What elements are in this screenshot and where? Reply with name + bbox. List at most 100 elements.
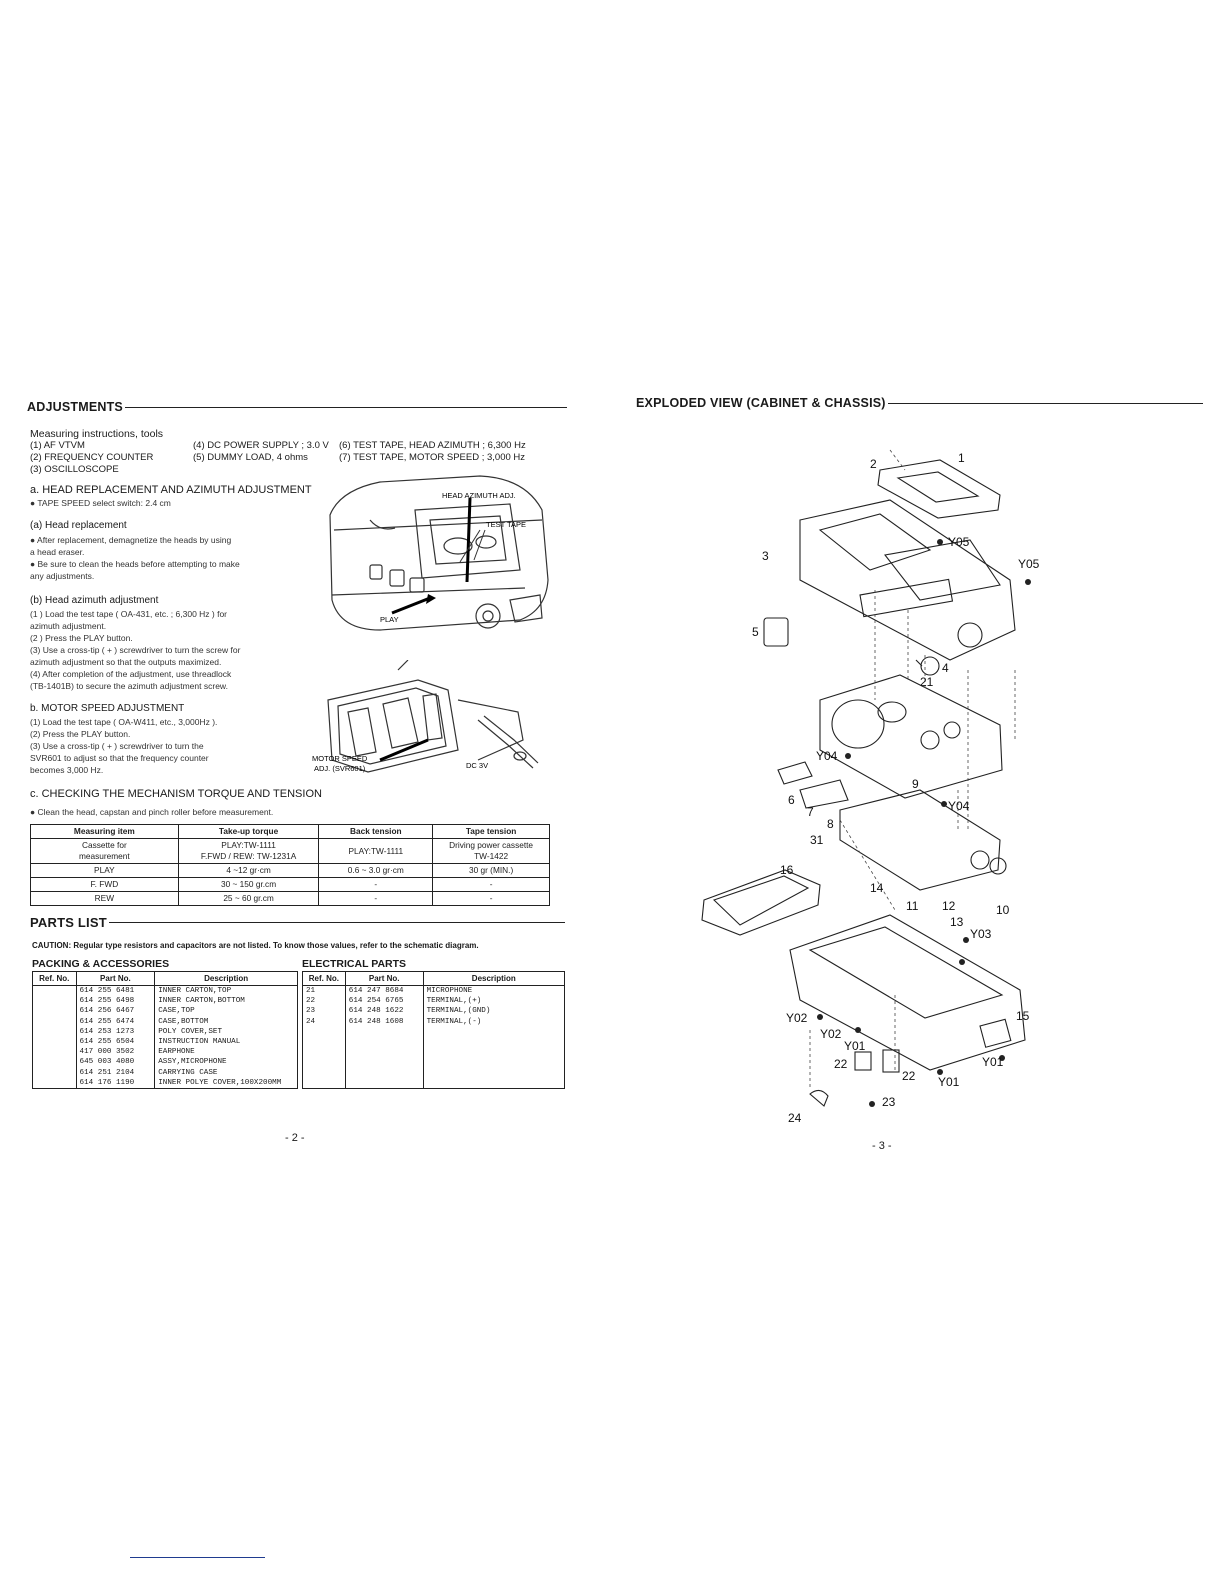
- callout-y05-b: Y05: [1018, 557, 1040, 571]
- callout-9: 9: [912, 777, 919, 791]
- callout-y04-b: Y04: [948, 799, 970, 813]
- table-row: F. FWD 30 ~ 150 gr.cm - -: [30, 877, 550, 892]
- callout-31: 31: [810, 833, 824, 847]
- callout-y01-a: Y01: [844, 1039, 866, 1053]
- tools-column-2: (4) DC POWER SUPPLY ; 3.0 V (5) DUMMY LO…: [193, 440, 329, 463]
- packing-table: Ref. No. Part No. Description 614 255 64…: [32, 971, 298, 1090]
- callout-2: 2: [870, 457, 877, 471]
- callout-y03: Y03: [970, 927, 992, 941]
- callout-22-a: 22: [834, 1057, 848, 1071]
- exploded-view-title: EXPLODED VIEW (CABINET & CHASSIS): [636, 396, 886, 410]
- table-row: [302, 1057, 566, 1068]
- callout-22-b: 22: [902, 1069, 916, 1083]
- callout-12: 12: [942, 899, 956, 913]
- callout-y02-a: Y02: [786, 1011, 808, 1025]
- adjustments-title: ADJUSTMENTS: [27, 400, 123, 414]
- callout-y04-a: Y04: [816, 749, 838, 763]
- table-header-row: Measuring item Take-up torque Back tensi…: [30, 824, 550, 839]
- table-row: [302, 1077, 566, 1090]
- motor-speed-adj-label: ADJ. (SVR601): [314, 764, 366, 773]
- clean-note: ● Clean the head, capstan and pinch roll…: [30, 807, 274, 817]
- table-row: [302, 1067, 566, 1078]
- exploded-view-diagram: 1 2 3 Y05 Y05 5 4 21 Y04 9 Y04 6 7 8 31 …: [701, 449, 1040, 1125]
- tools-column-3: (6) TEST TAPE, HEAD AZIMUTH ; 6,300 Hz (…: [339, 440, 526, 463]
- callout-14: 14: [870, 881, 884, 895]
- table-row: REW 25 ~ 60 gr.cm - -: [30, 891, 550, 906]
- electrical-header-row: Ref. No. Part No. Description: [302, 971, 566, 986]
- head-azimuth-title: (b) Head azimuth adjustment: [30, 595, 159, 606]
- callout-labels: 1 2 3 Y05 Y05 5 4 21 Y04 9 Y04 6 7 8 31 …: [752, 451, 1040, 1125]
- section-b-heading: b. MOTOR SPEED ADJUSTMENT: [30, 703, 185, 714]
- play-label: PLAY: [380, 615, 399, 624]
- callout-y05-a: Y05: [948, 535, 970, 549]
- table-row: [302, 1047, 566, 1058]
- parts-list-title: PARTS LIST: [30, 915, 107, 930]
- head-azimuth-label: HEAD AZIMUTH ADJ.: [442, 491, 516, 500]
- recorder-azimuth-figure: HEAD AZIMUTH ADJ. TEST TAPE PLAY: [329, 475, 549, 631]
- motor-speed-label: MOTOR SPEED: [312, 754, 368, 763]
- table-row: PLAY 4 ~12 gr·cm 0.6 ~ 3.0 gr·cm 30 gr (…: [30, 863, 550, 878]
- page-number-left: - 2 -: [285, 1132, 305, 1144]
- adjustments-header: ADJUSTMENTS: [27, 400, 567, 414]
- head-azimuth-steps: (1 ) Load the test tape ( OA-431, etc. ;…: [30, 609, 241, 691]
- motor-speed-steps: (1) Load the test tape ( OA-W411, etc., …: [30, 717, 218, 775]
- left-page: ADJUSTMENTS Measuring instructions, tool…: [27, 400, 567, 1144]
- callout-13: 13: [950, 915, 964, 929]
- packing-header-row: Ref. No. Part No. Description: [32, 971, 298, 986]
- caution-note: CAUTION: Regular type resistors and capa…: [32, 941, 479, 950]
- torque-tension-table: Measuring item Take-up torque Back tensi…: [30, 824, 550, 906]
- callout-10: 10: [996, 903, 1010, 917]
- tape-speed-note: ● TAPE SPEED select switch: 2.4 cm: [30, 498, 171, 508]
- callout-4: 4: [942, 661, 949, 675]
- callout-5: 5: [752, 625, 759, 639]
- section-c-heading: c. CHECKING THE MECHANISM TORQUE AND TEN…: [30, 788, 322, 800]
- callout-1: 1: [958, 451, 965, 465]
- table-row: [302, 1037, 566, 1048]
- motor-speed-figure: MOTOR SPEED ADJ. (SVR601) DC 3V: [312, 660, 539, 773]
- callout-23: 23: [882, 1095, 896, 1109]
- right-page: EXPLODED VIEW (CABINET & CHASSIS): [612, 0, 1224, 1584]
- head-replacement-steps: ● After replacement, demagnetize the hea…: [30, 535, 240, 581]
- measuring-heading: Measuring instructions, tools: [30, 428, 164, 440]
- head-replacement-title: (a) Head replacement: [30, 520, 127, 531]
- callout-21: 21: [920, 675, 934, 689]
- test-tape-label: TEST TAPE: [486, 520, 526, 529]
- section-a-heading: a. HEAD REPLACEMENT AND AZIMUTH ADJUSTME…: [30, 484, 312, 496]
- page-number-right: - 3 -: [872, 1140, 892, 1152]
- callout-24: 24: [788, 1111, 802, 1125]
- bottom-underline: [130, 1557, 265, 1558]
- callout-8: 8: [827, 817, 834, 831]
- electrical-title: ELECTRICAL PARTS: [302, 958, 407, 970]
- exploded-view-header: EXPLODED VIEW (CABINET & CHASSIS): [636, 396, 1203, 410]
- callout-3: 3: [762, 549, 769, 563]
- callout-16: 16: [780, 863, 794, 877]
- tools-column-1: (1) AF VTVM (2) FREQUENCY COUNTER (3) OS…: [30, 440, 154, 475]
- callout-y02-b: Y02: [820, 1027, 842, 1041]
- packing-title: PACKING & ACCESSORIES: [32, 958, 170, 970]
- table-row: [302, 1026, 566, 1038]
- callout-15: 15: [1016, 1009, 1030, 1023]
- callout-y01-b: Y01: [982, 1055, 1004, 1069]
- parts-list-header: PARTS LIST: [30, 915, 565, 930]
- callout-11: 11: [906, 899, 919, 913]
- callout-y01-c: Y01: [938, 1075, 960, 1089]
- callout-7: 7: [807, 805, 814, 819]
